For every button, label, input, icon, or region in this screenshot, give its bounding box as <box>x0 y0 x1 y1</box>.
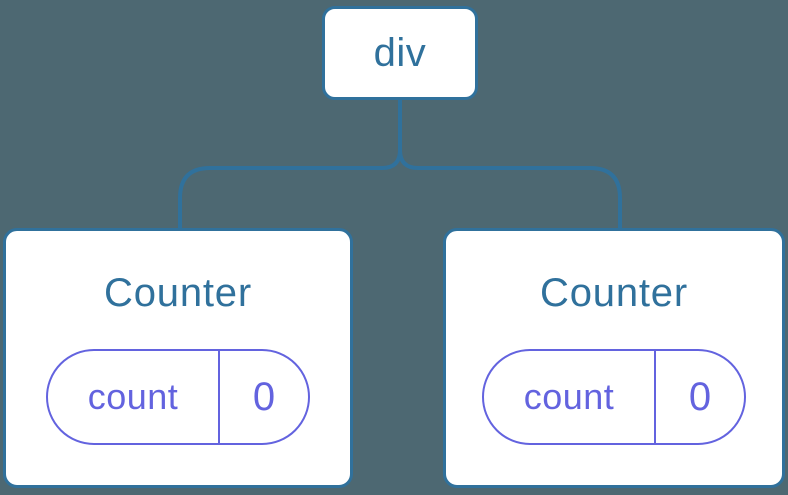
state-key-label: count <box>523 376 615 417</box>
state-value-label: 0 <box>654 351 744 443</box>
component-name-label: Counter <box>104 271 252 315</box>
tree-node-counter-left: Counter count 0 <box>3 228 353 488</box>
root-node-label: div <box>373 30 427 75</box>
state-key-label: count <box>87 376 179 417</box>
component-name-label: Counter <box>540 271 688 315</box>
connector-right-branch <box>398 98 622 230</box>
state-pill: count 0 <box>482 349 746 445</box>
state-pill: count 0 <box>46 349 310 445</box>
tree-node-div: div <box>322 6 478 100</box>
tree-node-counter-right: Counter count 0 <box>443 228 785 488</box>
connector-left-branch <box>178 98 402 230</box>
state-value-label: 0 <box>218 351 308 443</box>
